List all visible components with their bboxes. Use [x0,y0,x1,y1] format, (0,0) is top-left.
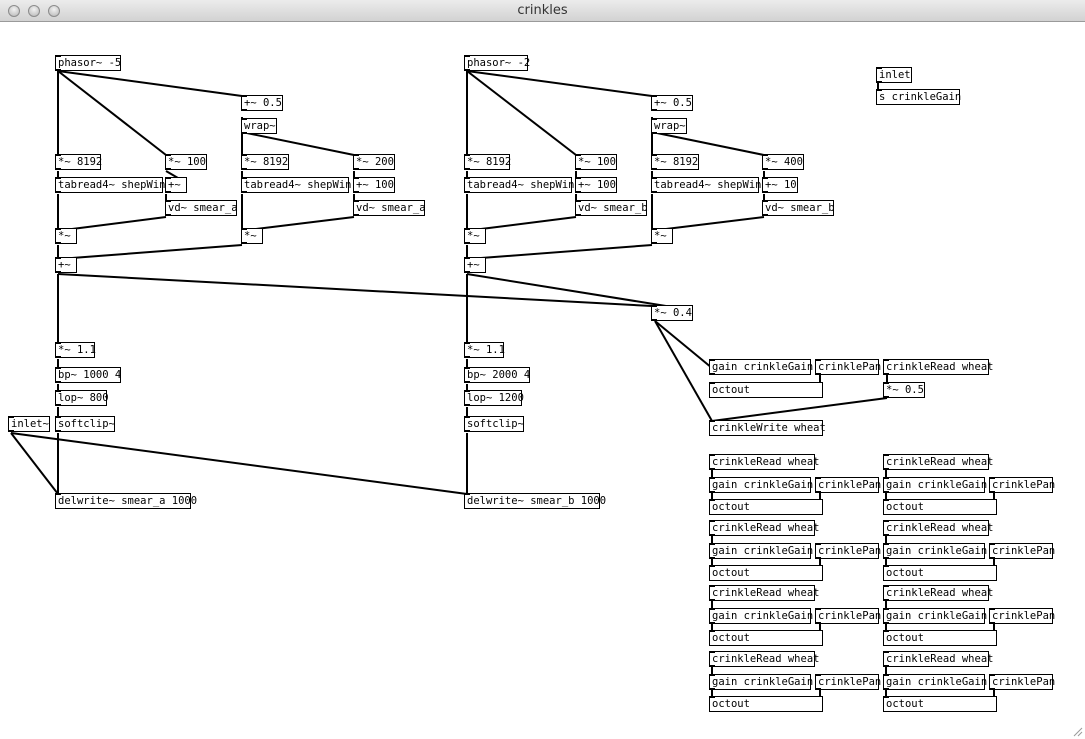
tabread-object[interactable]: tabread4~ shepWin [241,177,351,193]
crinkle-read-object[interactable]: crinkleRead wheat [883,651,993,667]
vd-object[interactable]: vd~ smear_a [165,200,238,216]
softclip-object[interactable]: softclip~ [55,416,115,432]
gain-object[interactable]: gain crinkleGain [709,359,813,375]
crinkle-pan-object[interactable]: crinklePan [815,477,881,493]
multiply-object[interactable]: *~ [651,228,673,244]
crinkle-pan-object[interactable]: crinklePan [815,359,881,375]
wrap-object[interactable]: wrap~ [241,118,277,134]
gain-object[interactable]: gain crinkleGain [709,543,813,559]
crinkle-read-object[interactable]: crinkleRead wheat [709,651,819,667]
patch-connections [10,70,995,697]
octout-object[interactable]: octout [883,696,997,712]
crinkle-write-object[interactable]: crinkleWrite wheat [709,420,826,436]
crinkle-read-object[interactable]: crinkleRead wheat [709,454,819,470]
crinkle-read-object[interactable]: crinkleRead wheat [883,520,993,536]
phasor-object[interactable]: phasor~ -2 [464,55,530,71]
add-object[interactable]: +~ 100 [575,177,617,193]
gain-object[interactable]: gain crinkleGain [883,608,987,624]
add-object[interactable]: +~ [165,177,187,193]
phasor-object[interactable]: phasor~ -5 [55,55,121,71]
multiply-object[interactable]: *~ [241,228,263,244]
multiply-object[interactable]: *~ 100 [165,154,207,170]
add-object[interactable]: +~ 0.5 [651,95,693,111]
crinkle-read-object[interactable]: crinkleRead wheat [709,520,819,536]
vd-object[interactable]: vd~ smear_b [575,200,648,216]
octout-object[interactable]: octout [709,696,823,712]
multiply-object[interactable]: *~ [464,228,486,244]
lowpass-object[interactable]: lop~ 800 [55,390,109,406]
crinkle-read-object[interactable]: crinkleRead wheat [883,359,993,375]
crinkle-pan-object[interactable]: crinklePan [815,674,881,690]
gain-object[interactable]: gain crinkleGain [883,543,987,559]
crinkle-pan-object[interactable]: crinklePan [989,543,1055,559]
multiply-object[interactable]: *~ 400 [762,154,804,170]
multiply-object[interactable]: *~ 8192 [55,154,102,170]
octout-object[interactable]: octout [883,499,997,515]
add-object[interactable]: +~ 10 [762,177,798,193]
window-title: crinkles [517,3,568,18]
patch-canvas[interactable]: phasor~ -5 +~ 0.5 wrap~ *~ 8192 *~ 100 +… [0,22,1085,739]
octout-object[interactable]: octout [883,630,997,646]
send-object[interactable]: s crinkleGain [876,89,961,105]
multiply-object[interactable]: *~ 1.1 [464,342,505,358]
multiply-object[interactable]: *~ 8192 [464,154,511,170]
delwrite-object[interactable]: delwrite~ smear_a 1000 [55,493,197,509]
bandpass-object[interactable]: bp~ 2000 4 [464,367,530,383]
multiply-object[interactable]: *~ 1.1 [55,342,96,358]
softclip-object[interactable]: softclip~ [464,416,524,432]
multiply-object[interactable]: *~ 8192 [241,154,289,170]
tabread-object[interactable]: tabread4~ shepWin [464,177,574,193]
lowpass-object[interactable]: lop~ 1200 [464,390,524,406]
minimize-window-button[interactable] [28,5,40,17]
octout-object[interactable]: octout [709,382,823,398]
gain-object[interactable]: gain crinkleGain [709,608,813,624]
multiply-object[interactable]: *~ [55,228,77,244]
crinkle-pan-object[interactable]: crinklePan [815,608,881,624]
multiply-object[interactable]: *~ 0.5 [883,382,925,398]
octout-object[interactable]: octout [709,630,823,646]
window-titlebar[interactable]: crinkles [0,0,1085,22]
resize-grip-icon[interactable] [1073,727,1083,737]
multiply-object[interactable]: *~ 100 [575,154,617,170]
add-object[interactable]: +~ [55,257,77,273]
tabread-object[interactable]: tabread4~ shepWin [651,177,761,193]
zoom-window-button[interactable] [48,5,60,17]
gain-object[interactable]: gain crinkleGain [709,477,813,493]
multiply-object[interactable]: *~ 8192 [651,154,699,170]
wrap-object[interactable]: wrap~ [651,118,687,134]
crinkle-read-object[interactable]: crinkleRead wheat [709,585,819,601]
add-object[interactable]: +~ 0.5 [241,95,283,111]
vd-object[interactable]: vd~ smear_a [353,200,426,216]
multiply-object[interactable]: *~ 200 [353,154,395,170]
crinkle-read-object[interactable]: crinkleRead wheat [883,454,993,470]
gain-object[interactable]: gain crinkleGain [883,674,987,690]
add-object[interactable]: +~ 100 [353,177,395,193]
crinkle-read-object[interactable]: crinkleRead wheat [883,585,993,601]
gain-object[interactable]: gain crinkleGain [709,674,813,690]
crinkle-pan-object[interactable]: crinklePan [815,543,881,559]
gain-object[interactable]: gain crinkleGain [883,477,987,493]
crinkle-pan-object[interactable]: crinklePan [989,477,1055,493]
octout-object[interactable]: octout [883,565,997,581]
tabread-object[interactable]: tabread4~ shepWin [55,177,165,193]
bandpass-object[interactable]: bp~ 1000 4 [55,367,121,383]
multiply-object[interactable]: *~ 0.4 [651,305,693,321]
octout-object[interactable]: octout [709,499,823,515]
add-object[interactable]: +~ [464,257,486,273]
inlet-object[interactable]: inlet~ [8,416,50,432]
crinkle-pan-object[interactable]: crinklePan [989,674,1055,690]
close-window-button[interactable] [8,5,20,17]
octout-object[interactable]: octout [709,565,823,581]
inlet-object[interactable]: inlet [876,67,912,83]
delwrite-object[interactable]: delwrite~ smear_b 1000 [464,493,606,509]
vd-object[interactable]: vd~ smear_b [762,200,835,216]
crinkle-pan-object[interactable]: crinklePan [989,608,1055,624]
